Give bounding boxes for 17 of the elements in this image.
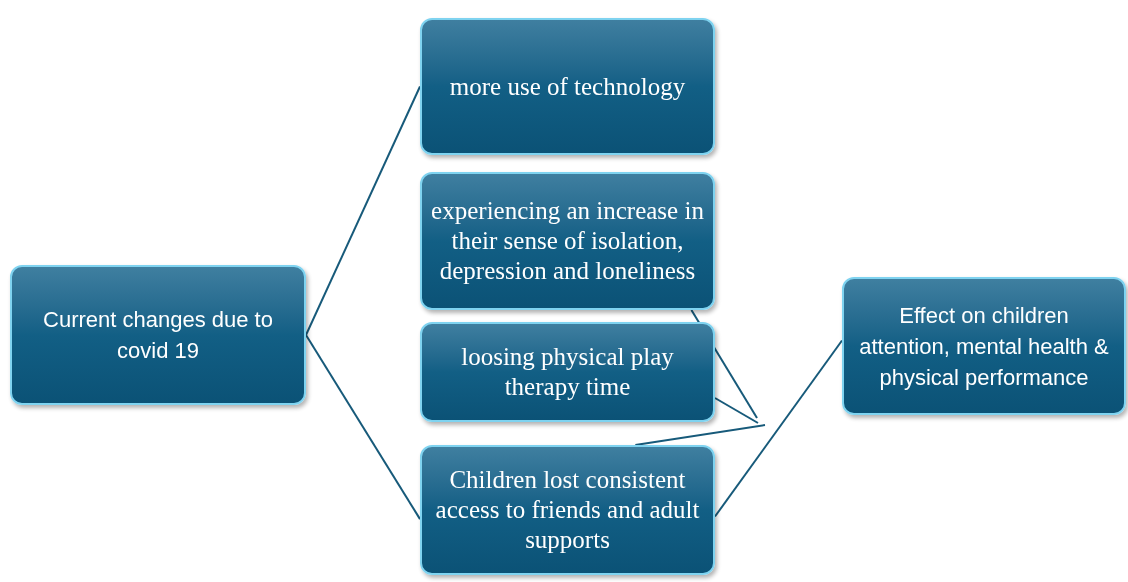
box-text: more use of technology (449, 71, 686, 102)
box-text: experiencing an increase in their sense of isolation, depression and loneliness (430, 196, 705, 286)
connector-line (634, 424, 766, 446)
connector-line (305, 334, 421, 521)
process-box (420, 18, 715, 155)
process-box (420, 172, 715, 310)
process-box (420, 445, 715, 575)
box-text: loosing physical play therapy time (460, 342, 675, 402)
connector-line (714, 397, 759, 424)
box-text: Children lost consistent access to friends and adult supports (434, 465, 701, 555)
box-text: Effect on children attention, mental health & physical performance (858, 301, 1110, 392)
connector-line (305, 85, 421, 336)
box-text: Current changes due to covid 19 (42, 306, 274, 365)
connector-line (714, 339, 843, 518)
process-box (842, 277, 1126, 415)
process-box (10, 265, 306, 405)
process-box (420, 322, 715, 422)
